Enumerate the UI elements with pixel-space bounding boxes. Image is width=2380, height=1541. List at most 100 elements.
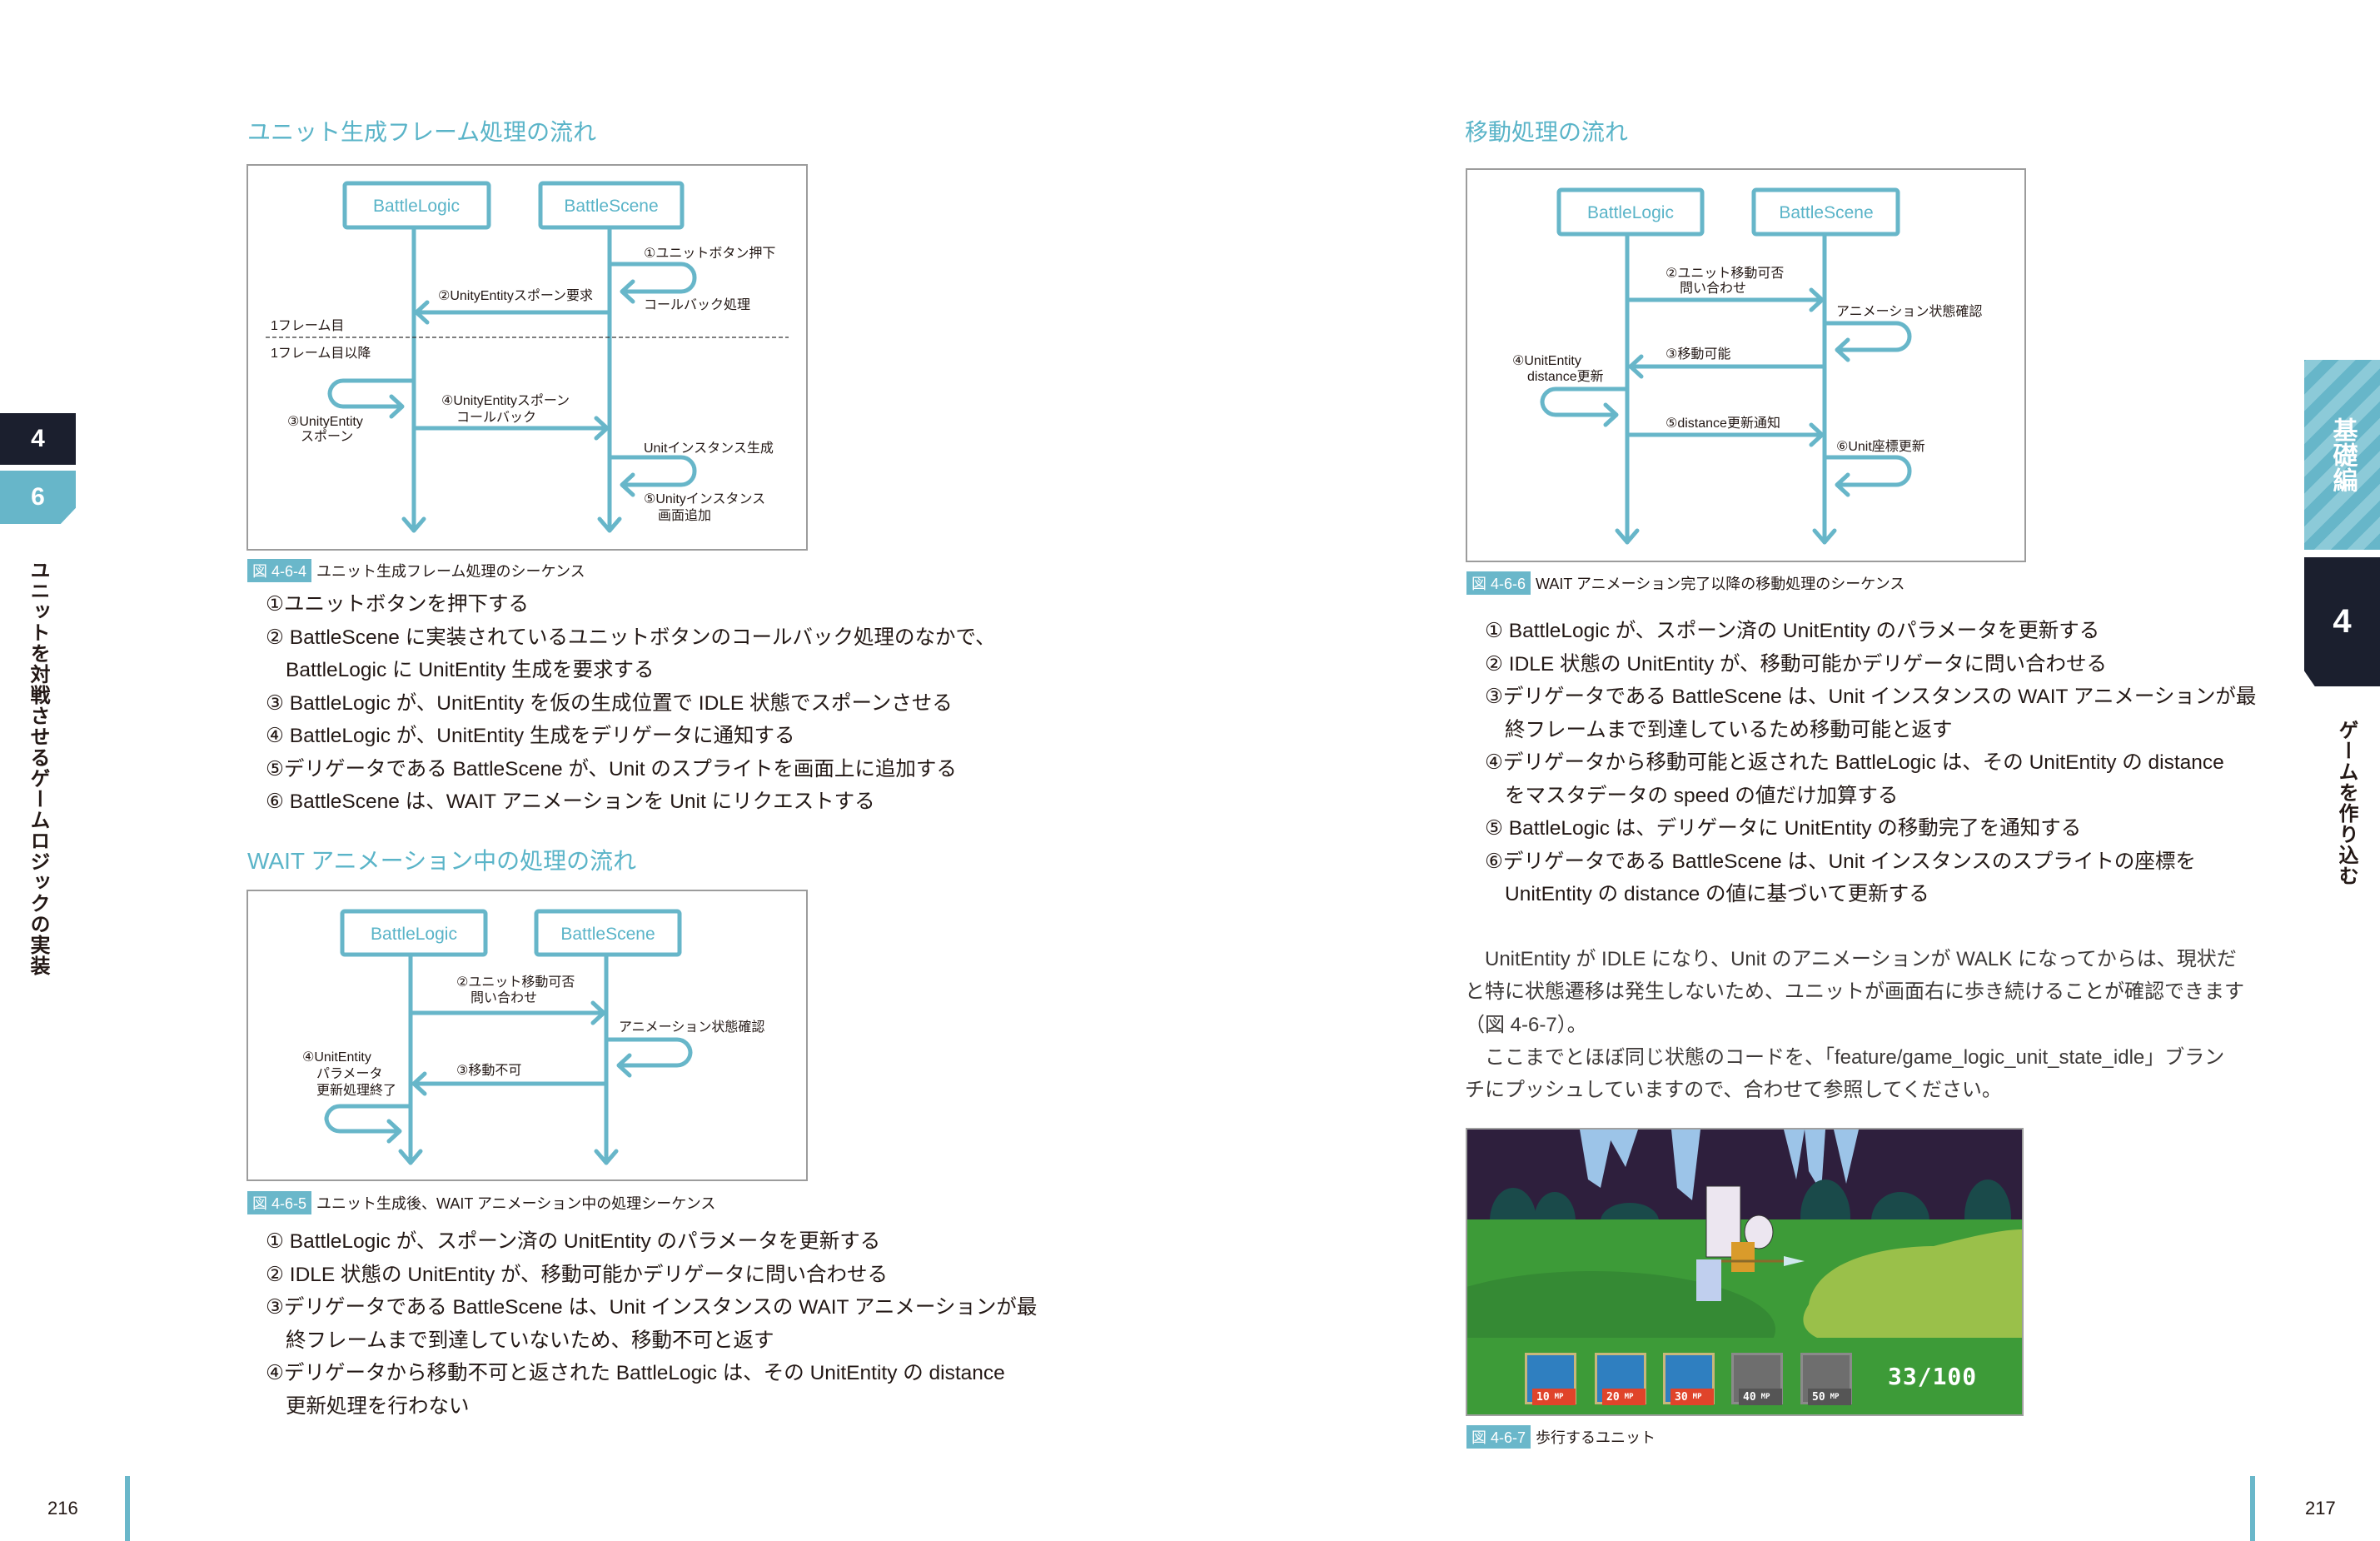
self-loop-anim [604,1037,693,1068]
message-label: 画面追加 [658,508,711,523]
unit-card[interactable]: 40 MP [1731,1353,1783,1405]
self-loop-4 [324,1104,413,1134]
unit-cost: 50 [1812,1390,1825,1404]
message-label: ⑥Unit座標更新 [1836,439,1925,454]
part-label: 基礎編 [2328,417,2357,492]
arrowhead [1603,402,1619,427]
list-item-line: BattleLogic に UnitEntity 生成を要求する [286,659,655,681]
unit-cost: 40 [1743,1390,1756,1404]
paragraph-line: ここまでとほぼ同じ状態のコードを、「feature/game_logic_uni… [1465,1045,2225,1069]
part-tab: 基礎編 [2304,360,2380,550]
message-label: ④UnitEntity [1512,354,1581,368]
caption-text: ユニット生成後、WAIT アニメーション中の処理シーケンス [316,1195,716,1212]
message-label: 問い合わせ [1680,281,1746,296]
list-item-line: ② BattleScene に実装されているユニットボタンのコールバック処理のな… [266,626,996,649]
page-bar [2250,1476,2255,1541]
left-chapter-tab: 4 [0,413,76,465]
paragraph-line: と特に状態遷移は発生しないため、ユニットが画面右に歩き続けることが確認できます [1465,980,2244,1004]
actor-label: BattleScene [1779,203,1873,222]
section-heading: ユニット生成フレーム処理の流れ [247,119,597,145]
lifeline-arrowhead [398,1149,423,1165]
arrowhead [1628,354,1644,379]
sequence-diagram-4-6-6: BattleLogic BattleScene ②ユニット移動可否 問い合わせ … [1466,168,2026,562]
arrowhead [389,394,405,419]
diagram-frame [246,890,808,1181]
page-number: 216 [47,1498,78,1519]
list-item-line: 終フレームまで到達していないため、移動不可と返す [286,1329,774,1352]
caption-text: WAIT アニメーション完了以降の移動処理のシーケンス [1536,576,1905,592]
unit-card[interactable]: 50 MP [1800,1353,1852,1405]
actor-label: BattleScene [560,925,655,944]
unit-cost-unit: MP [1830,1393,1840,1401]
message-label: スポーン [301,429,353,444]
arrowhead [414,300,430,325]
message-label: ③移動不可 [456,1063,521,1078]
message-label: ⑤distance更新通知 [1666,416,1780,431]
unit-cost: 20 [1606,1390,1620,1404]
list-item-line: ① BattleLogic が、スポーン済の UnitEntity のパラメータ… [1485,620,2100,642]
lifeline-arrowhead [597,516,622,533]
unit-cost-badge: 50 MP [1808,1389,1851,1405]
list-item-line: ① BattleLogic が、スポーン済の UnitEntity のパラメータ… [266,1230,881,1253]
list-item-line: ③デリゲータである BattleScene は、Unit インスタンスの WAI… [1485,686,2257,708]
message-label: パラメータ [316,1066,383,1081]
figure-number: 図 4-6-4 [247,559,312,582]
actor-box-battlelogic [340,909,488,957]
list-item-line: ② IDLE 状態の UnitEntity が、移動可能かデリゲータに問い合わせ… [266,1263,889,1286]
sky-gaps [1580,1130,1859,1200]
message-label: Unitインスタンス生成 [644,441,774,456]
list-item-line: ③デリゲータである BattleScene は、Unit インスタンスの WAI… [266,1296,1038,1319]
body-paragraph: UnitEntity が IDLE になり、Unit のアニメーションが WAL… [1465,943,2244,1106]
list-item-line: ⑥ BattleScene は、WAIT アニメーションを Unit にリクエス… [266,790,875,813]
list-item-line: UnitEntity の distance の値に基づいて更新する [1505,883,1929,905]
list-item-line: ⑥デリゲータである BattleScene は、Unit インスタンスのスプライ… [1485,850,2196,873]
frame-label: 1フレーム目以降 [271,346,371,361]
units [1696,1185,1805,1301]
message-label: 問い合わせ [471,990,537,1005]
left-section-tab: 6 [0,471,76,524]
figure-caption: 図 4-6-6 WAIT アニメーション完了以降の移動処理のシーケンス [1466,571,1904,595]
paragraph-line: （図 4-6-7）。 [1465,1013,1587,1036]
diagram-frame [246,164,808,551]
unit-cost-unit: MP [1760,1393,1770,1401]
sequence-diagram-4-6-4: BattleLogic BattleScene ①ユニットボタン押下 コールバッ… [246,164,808,551]
unit-cost-badge: 40 MP [1739,1389,1782,1405]
figure-number: 図 4-6-6 [1466,571,1531,595]
message-label: ②ユニット移動可否 [1666,266,1784,281]
page-number: 217 [2305,1498,2336,1519]
lifeline-arrowhead [1615,528,1640,545]
message-label: ③移動可能 [1666,347,1730,362]
steps-list: ① BattleLogic が、スポーン済の UnitEntity のパラメータ… [266,1225,1037,1423]
self-loop-4 [1540,386,1630,417]
chapter-title: ゲームを作り込む [2335,720,2358,886]
arrowhead [1835,472,1850,497]
self-loop-6 [1822,455,1912,487]
caption-text: 歩行するユニット [1536,1429,1656,1446]
arrowhead [616,1053,632,1078]
caption-text: ユニット生成フレーム処理のシーケンス [316,563,585,580]
frame-label: 1フレーム目 [271,319,344,333]
message-label: ①ユニットボタン押下 [644,246,775,261]
section-heading: WAIT アニメーション中の処理の流れ [247,848,637,874]
lifeline-arrowhead [401,516,426,533]
message-label: アニメーション状態確認 [1836,304,1982,319]
self-loop-5 [607,455,697,487]
arrowhead [386,1119,402,1144]
arrowhead [594,416,610,441]
unit-cost: 10 [1536,1390,1550,1404]
list-item-line: ⑤デリゲータである BattleScene が、Unit のスプライトを画面上に… [266,757,957,780]
paragraph-line: チにプッシュしていますので、合わせて参照してください。 [1465,1079,2002,1102]
list-item-line: ④デリゲータから移動可能と返された BattleLogic は、その UnitE… [1485,751,2224,774]
unit-cost: 30 [1675,1390,1688,1404]
arrowhead [1809,287,1825,312]
